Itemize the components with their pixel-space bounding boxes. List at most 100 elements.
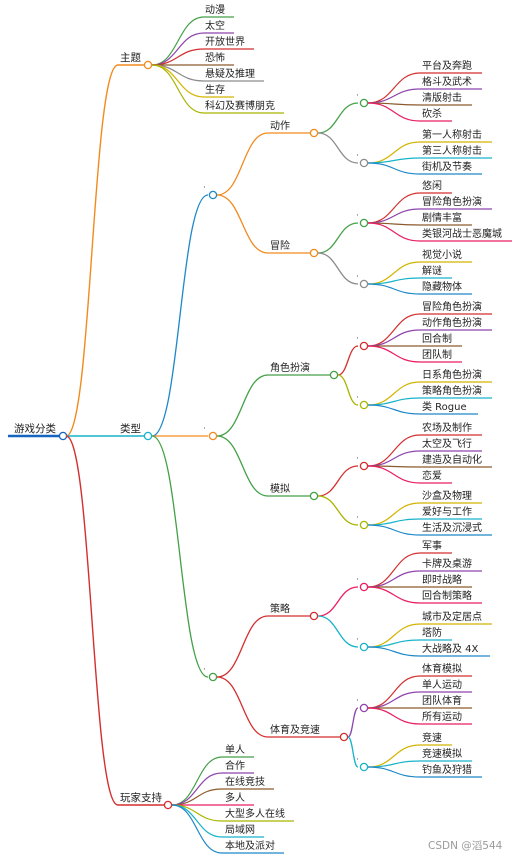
leaf-line: [367, 222, 421, 242]
theme-item-label: 开放世界: [205, 35, 245, 48]
branch-line-theme: [65, 64, 119, 437]
subgroup-toggle[interactable]: [359, 218, 369, 228]
subgroup-dot-label: ·: [356, 635, 359, 645]
subgroup-toggle[interactable]: [359, 520, 369, 530]
leaf-label: 沙盒及物理: [422, 489, 472, 502]
player-item-label: 局域网: [225, 823, 255, 836]
type-group-dot-label: ·: [203, 183, 206, 193]
category-line: [216, 194, 269, 254]
subgroup-dot-label: ·: [356, 211, 359, 221]
subgroup-line: [337, 374, 359, 406]
leaf-label: 隐藏物体: [422, 280, 462, 293]
leaf-line: [367, 208, 421, 224]
category-toggle[interactable]: [309, 128, 319, 138]
subgroup-toggle[interactable]: [359, 703, 369, 713]
leaf-label: 钓鱼及狩猎: [422, 763, 472, 776]
subgroup-toggle[interactable]: [359, 762, 369, 772]
player-item-label: 大型多人在线: [225, 807, 285, 820]
watermark: CSDN @滔544: [428, 840, 503, 852]
leaf-line: [367, 157, 421, 164]
leaf-label: 恋爱: [422, 469, 442, 482]
leaf-line: [367, 434, 421, 467]
branch-line-player: [65, 435, 119, 806]
subgroup-line: [317, 586, 359, 617]
leaf-line: [367, 345, 421, 363]
theme-item-label: 太空: [205, 19, 225, 32]
category-label: 模拟: [270, 482, 290, 495]
subgroup-toggle[interactable]: [359, 461, 369, 471]
leaf-label: 冒险角色扮演: [422, 195, 482, 208]
subgroup-toggle[interactable]: [359, 158, 369, 168]
leaf-label: 清版射击: [422, 91, 462, 104]
category-toggle[interactable]: [309, 248, 319, 258]
leaf-label: 建造及自动化: [422, 453, 482, 466]
category-label: 冒险: [270, 239, 290, 252]
leaf-label: 军事: [422, 539, 442, 552]
type-group-toggle[interactable]: [208, 431, 218, 441]
category-label: 体育及竞速: [270, 723, 320, 736]
subgroup-toggle[interactable]: [359, 341, 369, 351]
subgroup-toggle[interactable]: [359, 279, 369, 289]
leaf-line: [367, 404, 421, 415]
category-line: [216, 676, 269, 738]
subgroup-dot-label: ·: [356, 334, 359, 344]
player-item-line: [171, 804, 223, 854]
leaf-label: 第三人称射击: [422, 144, 482, 157]
leaf-label: 团队体育: [422, 694, 462, 707]
leaf-line: [367, 766, 421, 778]
subgroup-line: [317, 222, 359, 254]
theme-item-label: 动漫: [205, 4, 225, 16]
type-group-toggle[interactable]: [208, 190, 218, 200]
leaf-label: 动作角色扮演: [422, 316, 482, 329]
branch-theme-toggle[interactable]: [143, 60, 153, 70]
leaf-label: 冒险角色扮演: [422, 300, 482, 313]
leaf-line: [367, 102, 421, 122]
root-toggle[interactable]: [58, 431, 68, 441]
category-label: 动作: [270, 120, 290, 132]
category-toggle[interactable]: [329, 370, 339, 380]
subgroup-dot-label: ·: [356, 755, 359, 765]
subgroup-dot-label: ·: [356, 454, 359, 464]
leaf-line: [367, 88, 421, 104]
category-toggle[interactable]: [309, 491, 319, 501]
leaf-line: [367, 329, 421, 347]
leaf-label: 策略角色扮演: [422, 384, 482, 397]
leaf-line: [367, 691, 421, 709]
leaf-label: 爱好与工作: [422, 505, 472, 518]
type-group-line: [151, 435, 209, 678]
subgroup-dot-label: ·: [356, 513, 359, 523]
theme-item-line: [151, 64, 205, 82]
leaf-label: 解谜: [422, 264, 442, 277]
player-item-line: [171, 788, 223, 806]
leaf-line: [367, 162, 421, 175]
type-group-line: [151, 194, 209, 437]
subgroup-dot-label: ·: [356, 393, 359, 403]
player-item-label: 在线竞技: [225, 775, 265, 788]
leaf-line: [367, 283, 421, 295]
subgroup-toggle[interactable]: [359, 400, 369, 410]
branch-type-label: 类型: [120, 422, 141, 435]
subgroup-dot-label: ·: [356, 575, 359, 585]
category-toggle[interactable]: [309, 611, 319, 621]
branch-player-toggle[interactable]: [163, 800, 173, 810]
subgroup-dot-label: ·: [356, 151, 359, 161]
subgroup-toggle[interactable]: [359, 98, 369, 108]
subgroup-toggle[interactable]: [359, 642, 369, 652]
branch-type-toggle[interactable]: [143, 431, 153, 441]
subgroup-dot-label: ·: [356, 272, 359, 282]
theme-item-line: [151, 16, 205, 66]
category-toggle[interactable]: [339, 732, 349, 742]
category-line: [216, 132, 269, 196]
leaf-line: [367, 586, 421, 604]
subgroup-line: [337, 345, 359, 376]
leaf-line: [367, 524, 421, 536]
subgroup-dot-label: ·: [356, 696, 359, 706]
leaf-label: 体育模拟: [422, 662, 462, 675]
subgroup-toggle[interactable]: [359, 582, 369, 592]
branch-theme-label: 主题: [120, 52, 141, 64]
theme-item-line: [151, 48, 205, 66]
leaf-line: [367, 141, 421, 164]
leaf-label: 团队制: [422, 348, 452, 361]
type-group-toggle[interactable]: [208, 672, 218, 682]
leaf-label: 农场及制作: [422, 421, 472, 434]
